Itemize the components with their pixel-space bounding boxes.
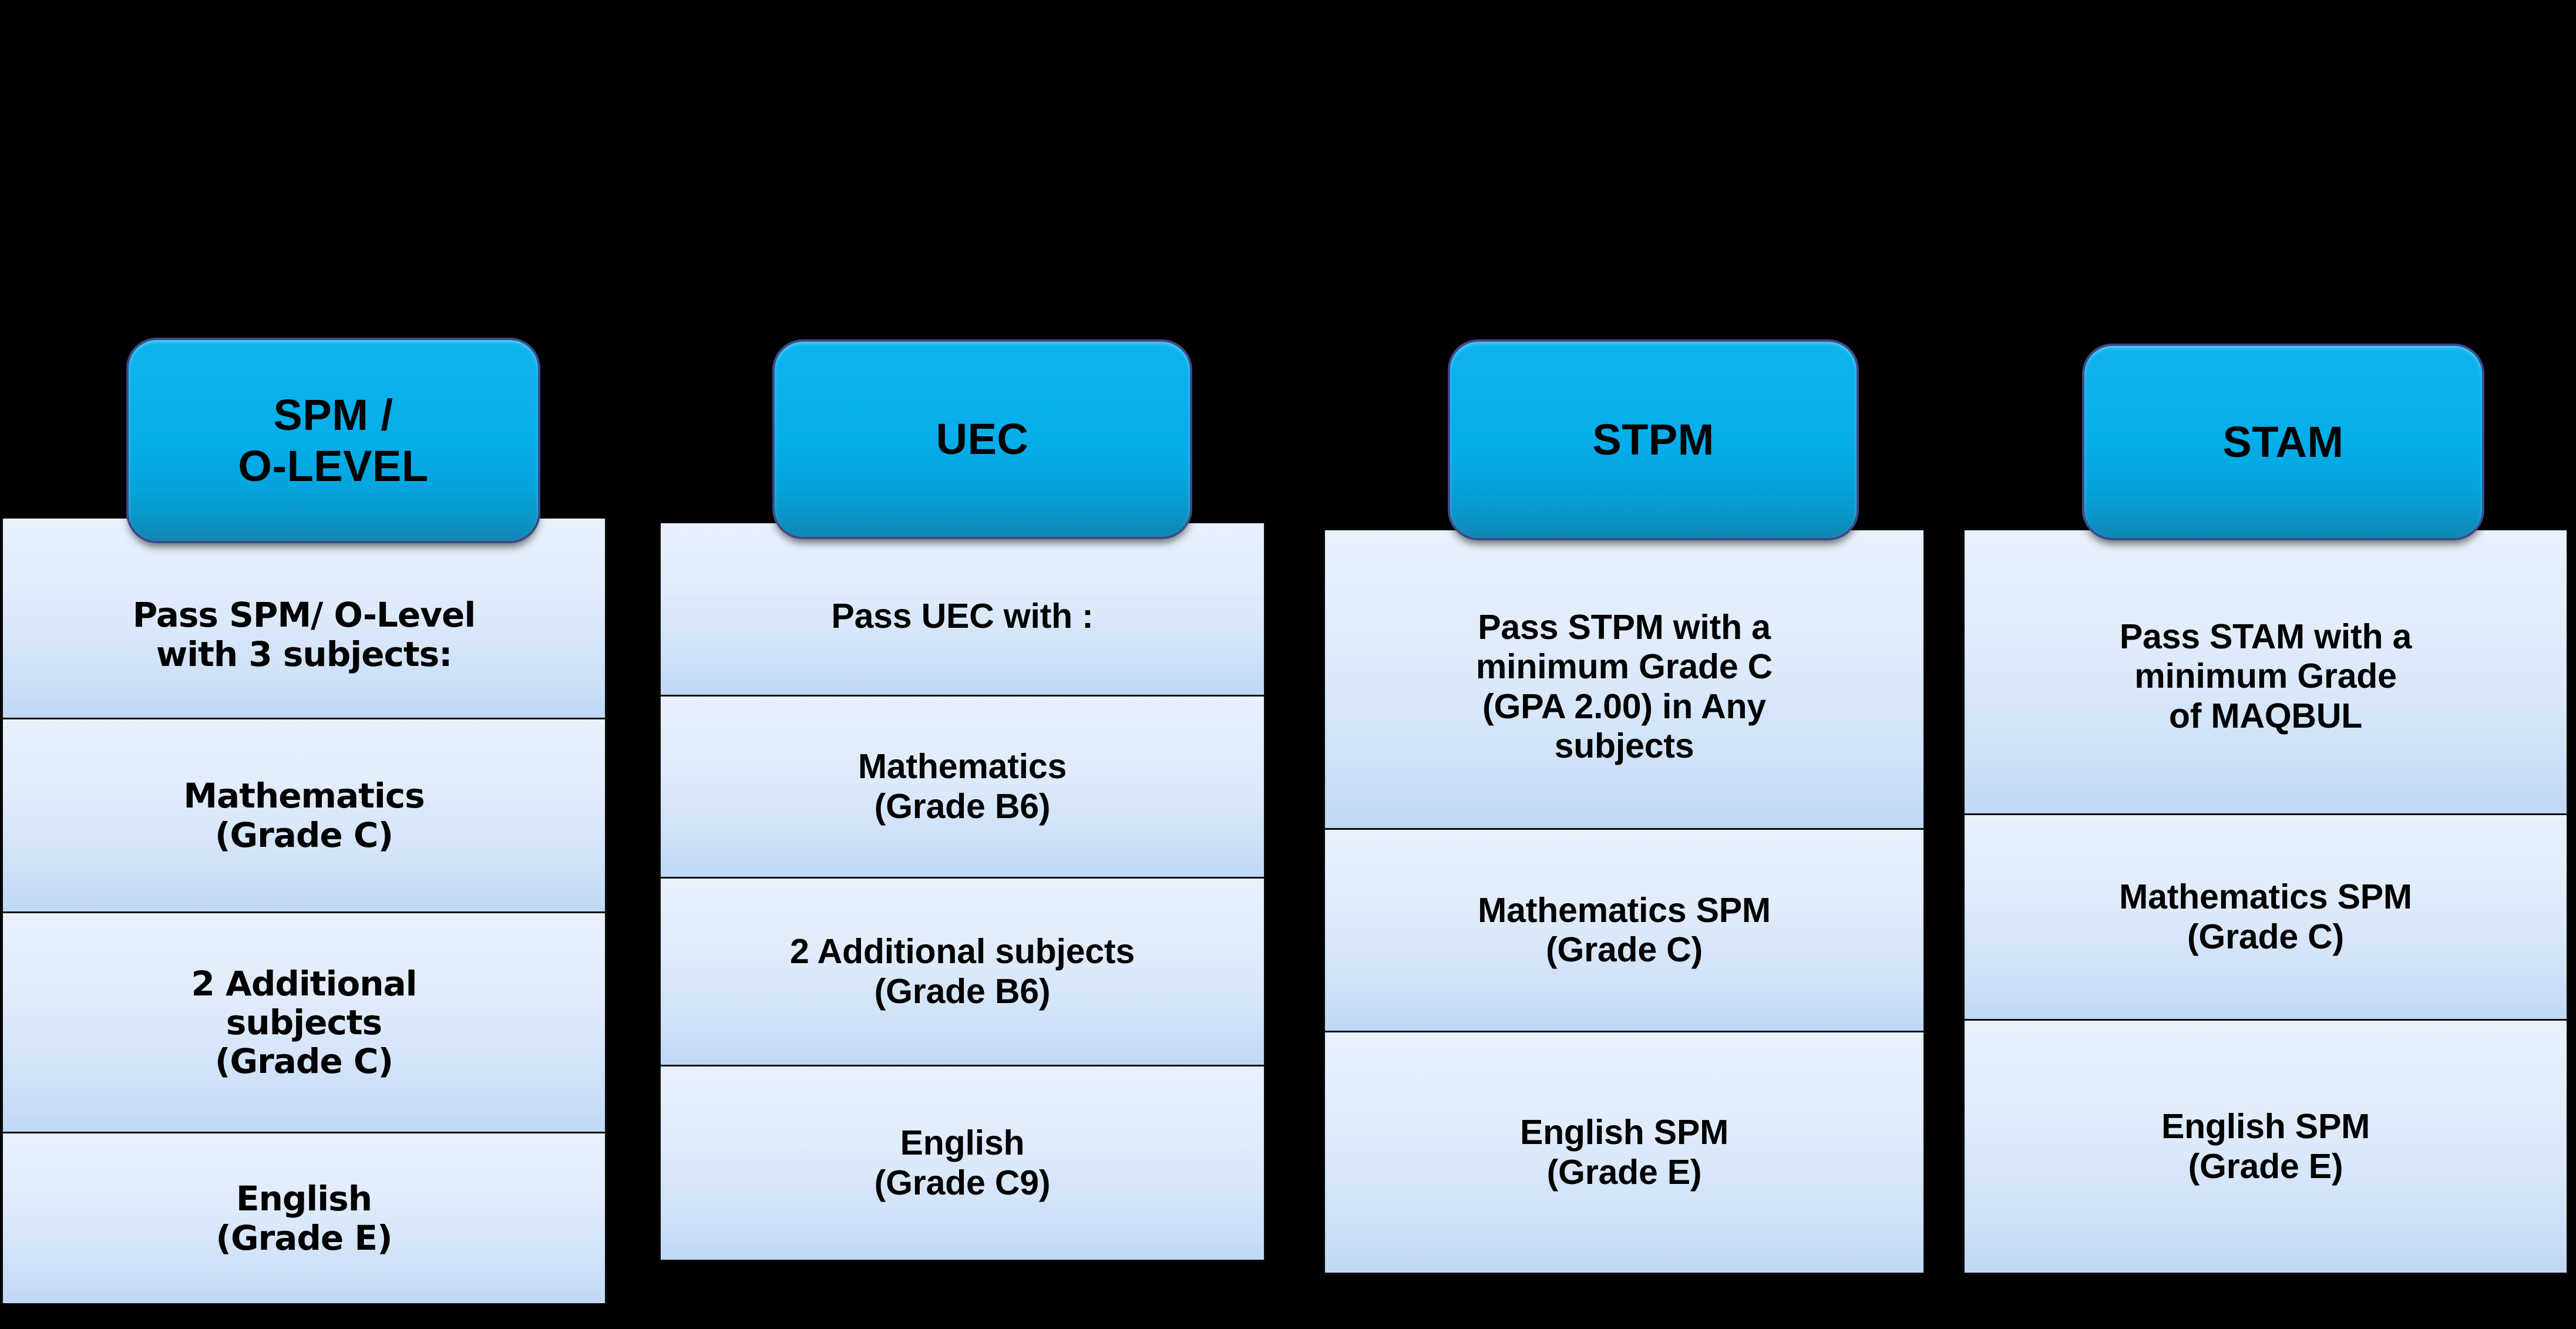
- table-row: English SPM (Grade E): [1325, 1032, 1923, 1273]
- table-row: Pass STAM with a minimum Grade of MAQBUL: [1965, 530, 2567, 815]
- table-row: English (Grade E): [3, 1133, 605, 1303]
- table-row: Mathematics (Grade C): [3, 719, 605, 913]
- qualification-tab-stam[interactable]: STAM: [2082, 344, 2484, 540]
- qualification-tab-label: SPM / O-LEVEL: [238, 390, 429, 490]
- table-row: Pass STPM with a minimum Grade C (GPA 2.…: [1325, 530, 1923, 830]
- qualification-tab-label: UEC: [936, 415, 1029, 464]
- table-row: 2 Additional subjects (Grade C): [3, 913, 605, 1133]
- table-row: English (Grade C9): [661, 1066, 1264, 1260]
- requirement-table-spm: Pass SPM/ O-Level with 3 subjects: Mathe…: [1, 517, 607, 1305]
- qualification-tab-stpm[interactable]: STPM: [1448, 339, 1859, 540]
- qualification-tab-label: STPM: [1592, 415, 1714, 465]
- qualification-tab-label: STAM: [2222, 417, 2344, 466]
- requirement-table-stpm: Pass STPM with a minimum Grade C (GPA 2.…: [1323, 529, 1925, 1274]
- table-row: 2 Additional subjects (Grade B6): [661, 879, 1264, 1066]
- qualification-tab-uec[interactable]: UEC: [772, 339, 1192, 539]
- table-row: Mathematics SPM (Grade C): [1965, 815, 2567, 1021]
- table-row: Pass SPM/ O-Level with 3 subjects:: [3, 519, 605, 719]
- table-row: English SPM (Grade E): [1965, 1021, 2567, 1273]
- table-row: Mathematics (Grade B6): [661, 697, 1264, 879]
- requirement-table-uec: Pass UEC with : Mathematics (Grade B6) 2…: [659, 521, 1266, 1261]
- requirement-table-stam: Pass STAM with a minimum Grade of MAQBUL…: [1963, 529, 2568, 1274]
- table-row: Mathematics SPM (Grade C): [1325, 830, 1923, 1032]
- table-row: Pass UEC with :: [661, 523, 1264, 697]
- qualification-tab-spm[interactable]: SPM / O-LEVEL: [126, 338, 540, 543]
